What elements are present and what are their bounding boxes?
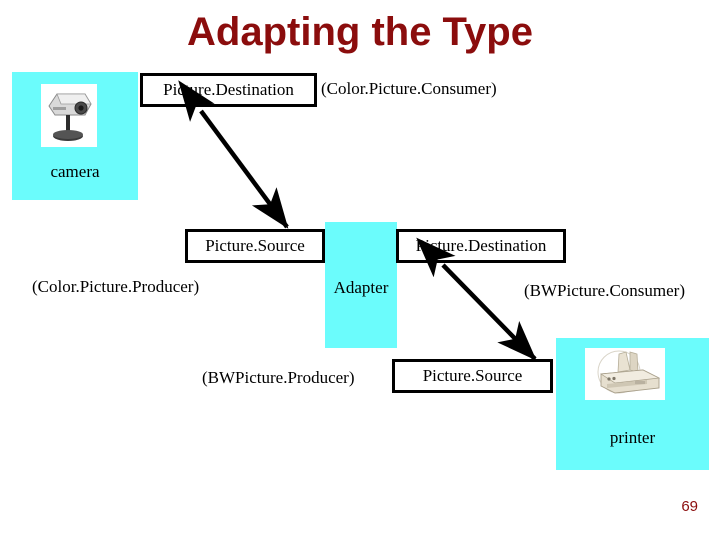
label-color-picture-consumer: (Color.Picture.Consumer) bbox=[321, 79, 497, 98]
printer-panel: printer bbox=[556, 338, 709, 470]
video-camera-icon bbox=[48, 93, 92, 141]
camera-to-adapter-arrow bbox=[178, 80, 289, 229]
page-number: 69 bbox=[681, 498, 698, 515]
box-mid-picture-source[interactable]: Picture.Source bbox=[185, 229, 325, 263]
box-top-picture-destination-label: Picture.Destination bbox=[163, 80, 294, 99]
adapter-panel bbox=[325, 222, 397, 348]
box-mid-picture-destination[interactable]: Picture.Destination bbox=[396, 229, 566, 263]
camera-image-plate bbox=[41, 84, 97, 147]
adapter-to-printer-arrow bbox=[416, 237, 537, 361]
label-color-picture-producer: (Color.Picture.Producer) bbox=[32, 277, 200, 296]
camera-panel: camera bbox=[12, 72, 138, 200]
label-bw-picture-consumer: (BWPicture.Consumer) bbox=[524, 281, 685, 300]
box-mid-picture-destination-label: Picture.Destination bbox=[415, 236, 547, 255]
box-bottom-picture-source-label: Picture.Source bbox=[422, 366, 523, 385]
inkjet-printer-icon bbox=[597, 350, 661, 394]
printer-image-plate bbox=[585, 348, 665, 400]
box-bottom-picture-source[interactable]: Picture.Source bbox=[392, 359, 553, 393]
page-title: Adapting the Type bbox=[187, 10, 533, 54]
printer-panel-caption: printer bbox=[609, 428, 656, 447]
box-top-picture-destination[interactable]: Picture.Destination bbox=[140, 73, 317, 107]
box-mid-picture-source-label: Picture.Source bbox=[205, 236, 305, 255]
camera-panel-caption: camera bbox=[50, 162, 100, 181]
label-bw-picture-producer: (BWPicture.Producer) bbox=[202, 368, 355, 387]
adapter-panel-caption: Adapter bbox=[333, 278, 389, 297]
